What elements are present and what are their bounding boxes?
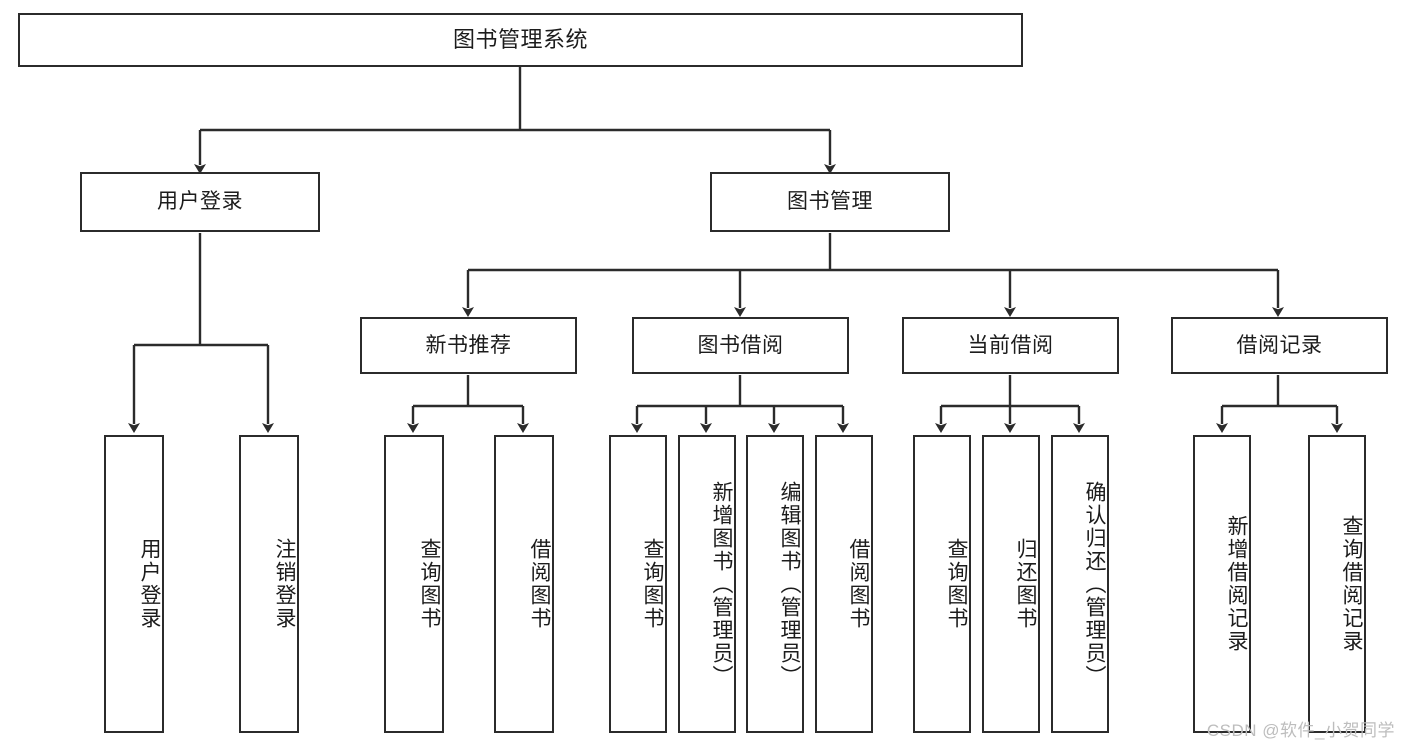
- node-book-borrow[interactable]: 图书借阅: [632, 317, 849, 374]
- leaf-borrow-record-add[interactable]: 新增借阅记录: [1193, 435, 1251, 733]
- leaf-new-book-query[interactable]: 查询图书: [384, 435, 444, 733]
- leaf-user-login-logout-label: 注销登录: [273, 538, 296, 630]
- leaf-book-borrow-edit[interactable]: 编辑图书（管理员）: [746, 435, 804, 733]
- leaf-user-login-login[interactable]: 用户登录: [104, 435, 164, 733]
- node-current-borrow-label: 当前借阅: [967, 333, 1054, 357]
- leaf-current-borrow-confirm[interactable]: 确认归还（管理员）: [1051, 435, 1109, 733]
- leaf-borrow-record-query[interactable]: 查询借阅记录: [1308, 435, 1366, 733]
- leaf-user-login-login-label: 用户登录: [138, 538, 161, 630]
- leaf-book-borrow-add[interactable]: 新增图书（管理员）: [678, 435, 736, 733]
- leaf-book-borrow-borrow-label: 借阅图书: [847, 538, 870, 630]
- leaf-book-borrow-edit-label: 编辑图书（管理员）: [778, 480, 801, 688]
- leaf-current-borrow-query-label: 查询图书: [945, 538, 968, 630]
- node-new-book-recommend-label: 新书推荐: [425, 333, 512, 357]
- leaf-current-borrow-return[interactable]: 归还图书: [982, 435, 1040, 733]
- leaf-current-borrow-query[interactable]: 查询图书: [913, 435, 971, 733]
- leaf-borrow-record-query-label: 查询借阅记录: [1340, 515, 1363, 653]
- node-borrow-record-label: 借阅记录: [1236, 333, 1323, 357]
- leaf-new-book-borrow-label: 借阅图书: [528, 538, 551, 630]
- node-user-login-label: 用户登录: [157, 190, 243, 214]
- leaf-borrow-record-add-label: 新增借阅记录: [1225, 515, 1248, 653]
- node-borrow-record[interactable]: 借阅记录: [1171, 317, 1388, 374]
- leaf-book-borrow-add-label: 新增图书（管理员）: [710, 480, 733, 688]
- node-new-book-recommend[interactable]: 新书推荐: [360, 317, 577, 374]
- leaf-new-book-query-label: 查询图书: [418, 538, 441, 630]
- leaf-book-borrow-query[interactable]: 查询图书: [609, 435, 667, 733]
- node-root-label: 图书管理系统: [452, 26, 588, 52]
- csdn-watermark: CSDN @软件_小贺同学: [1206, 721, 1395, 740]
- node-current-borrow[interactable]: 当前借阅: [902, 317, 1119, 374]
- node-root[interactable]: 图书管理系统: [18, 13, 1023, 67]
- leaf-current-borrow-return-label: 归还图书: [1014, 538, 1037, 630]
- leaf-new-book-borrow[interactable]: 借阅图书: [494, 435, 554, 733]
- node-book-manage-label: 图书管理: [787, 190, 873, 214]
- leaf-user-login-logout[interactable]: 注销登录: [239, 435, 299, 733]
- leaf-book-borrow-query-label: 查询图书: [641, 538, 664, 630]
- node-book-manage[interactable]: 图书管理: [710, 172, 950, 232]
- leaf-book-borrow-borrow[interactable]: 借阅图书: [815, 435, 873, 733]
- node-book-borrow-label: 图书借阅: [697, 333, 784, 357]
- leaf-current-borrow-confirm-label: 确认归还（管理员）: [1083, 480, 1106, 688]
- node-user-login[interactable]: 用户登录: [80, 172, 320, 232]
